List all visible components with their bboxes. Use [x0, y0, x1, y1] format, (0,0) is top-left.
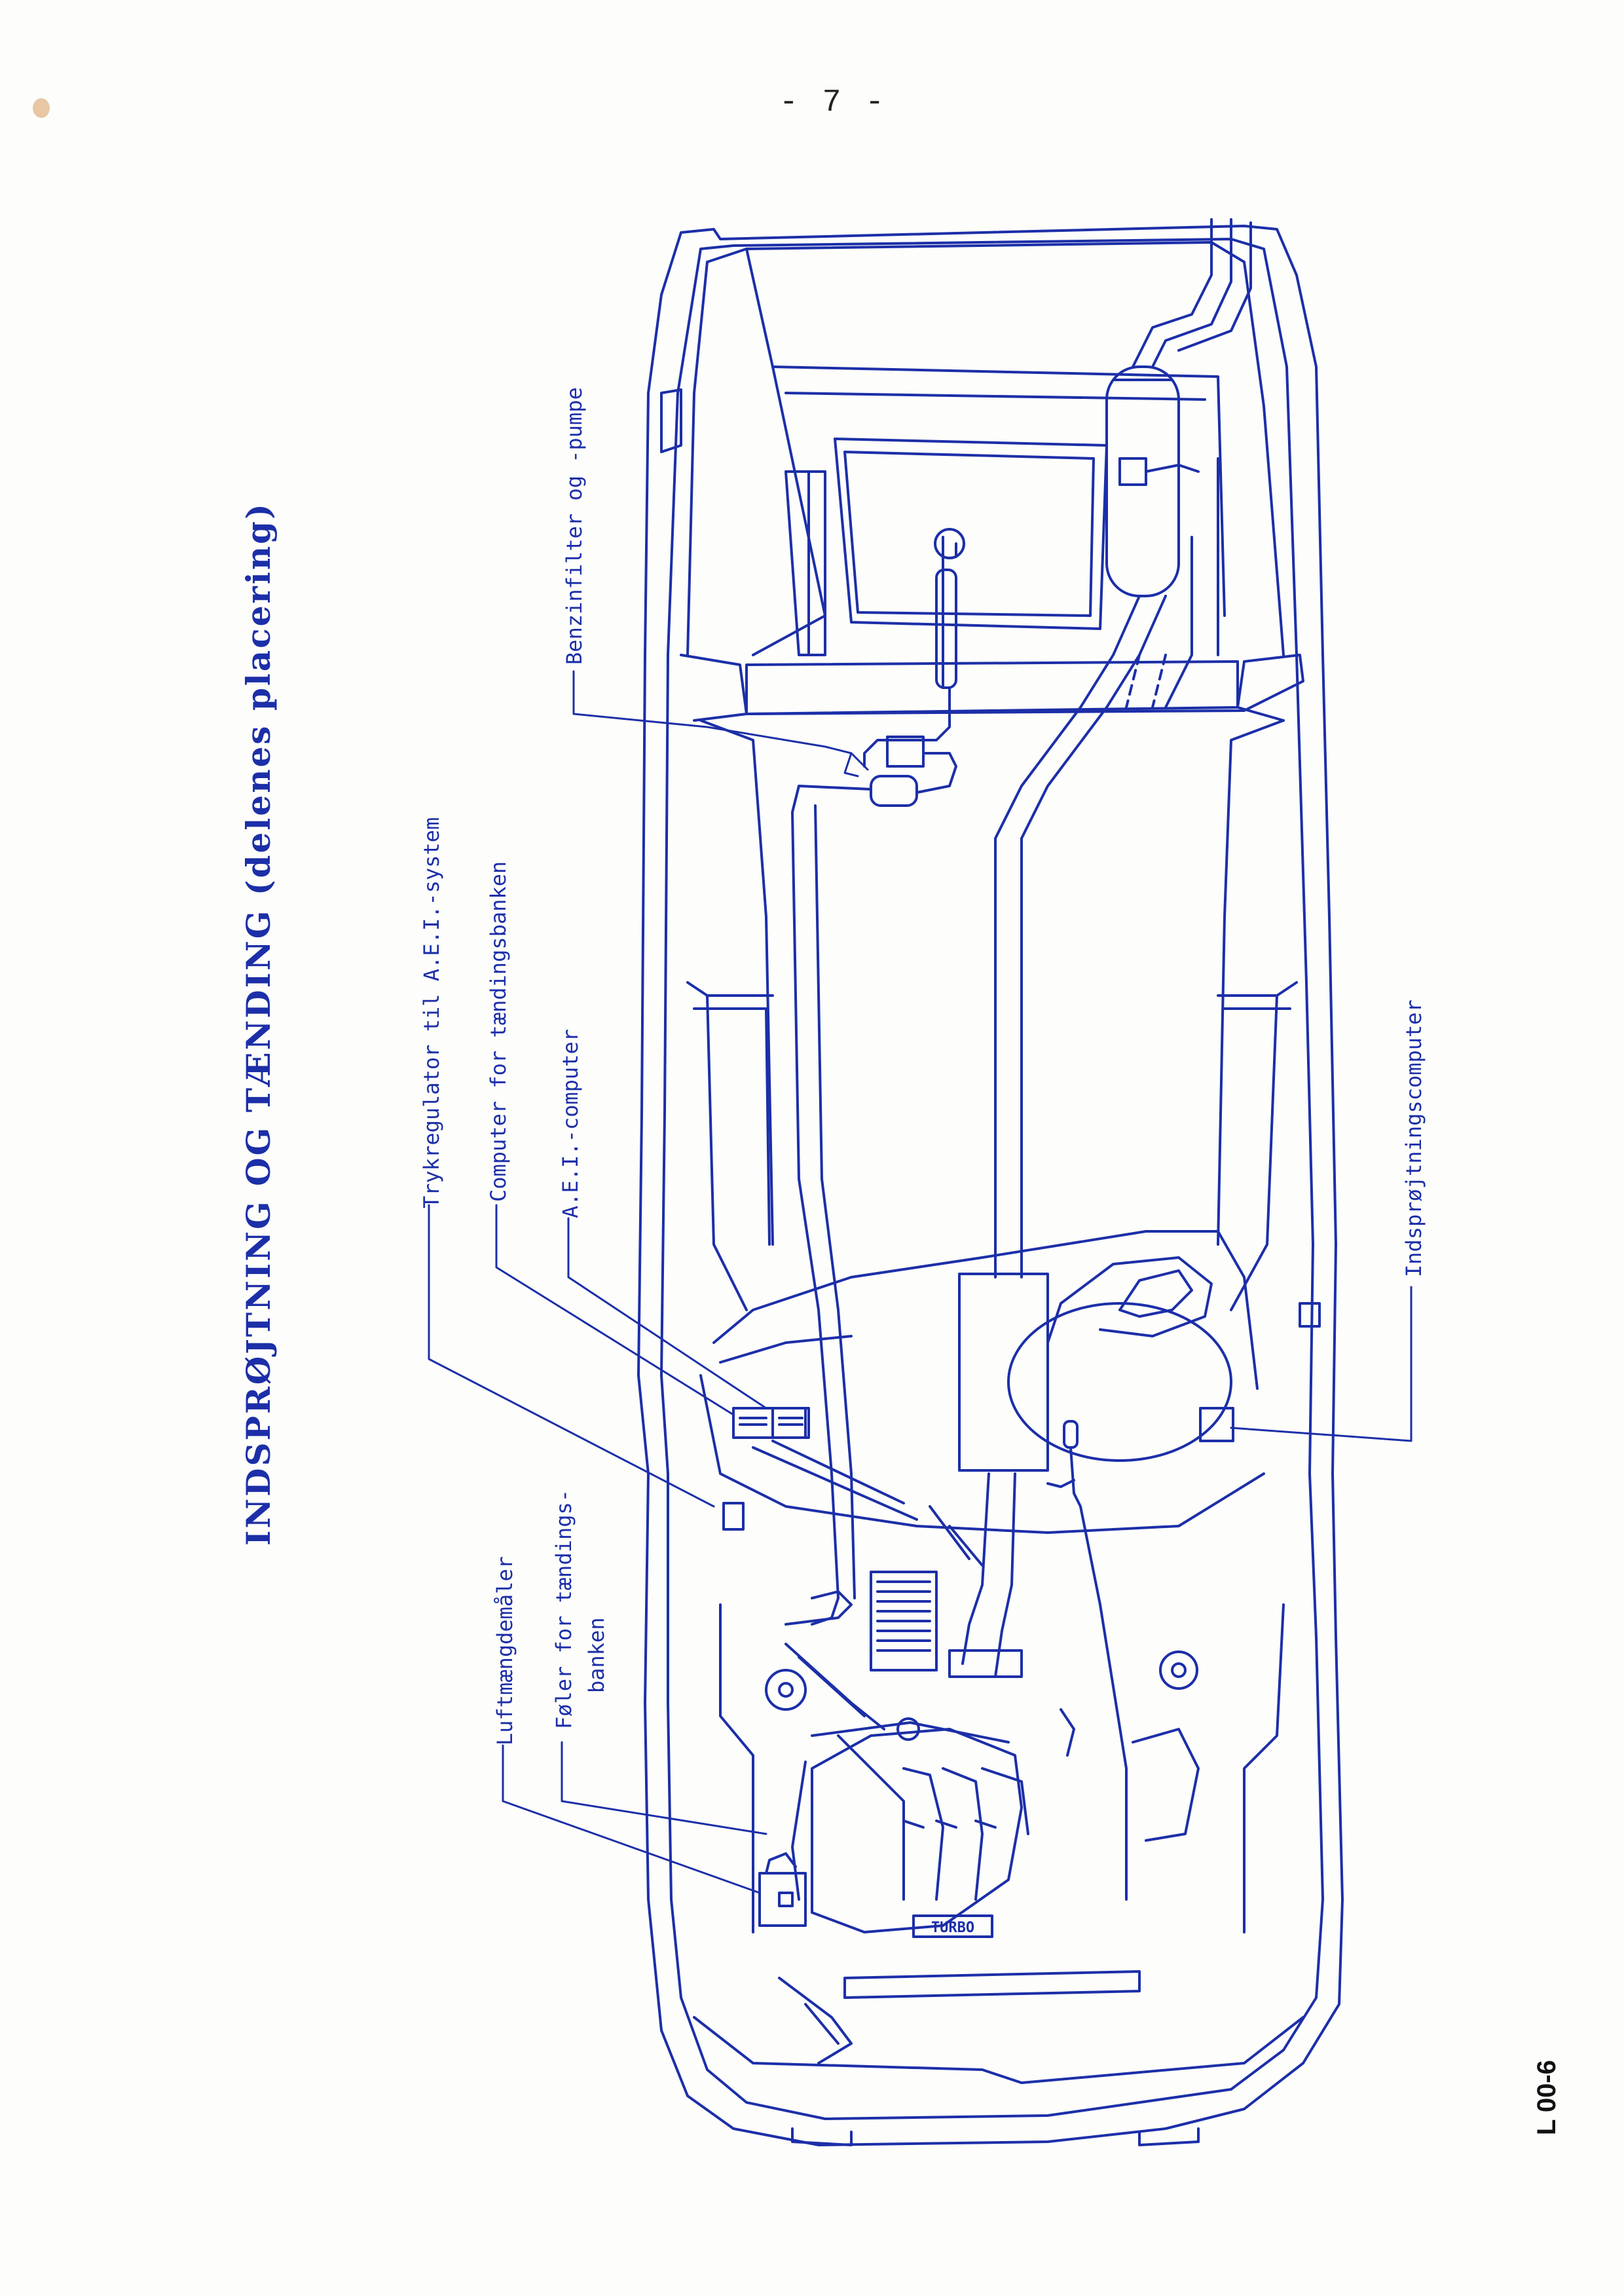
- leader-ignition-computer: [495, 1204, 735, 1416]
- leader-fuel-filter: [572, 670, 853, 755]
- injection-computer-box: [1199, 1407, 1234, 1442]
- page-number: - 7 -: [779, 85, 887, 121]
- rear-crossmember: [680, 654, 1304, 722]
- leader-injection-computer: [1230, 1286, 1412, 1442]
- fuel-system: [791, 528, 965, 1626]
- air-flow-meter-box: [758, 1872, 807, 1927]
- callout-lines: [428, 670, 1412, 1894]
- exhaust-system: [948, 218, 1252, 1678]
- air-cleaner: [1007, 1302, 1232, 1462]
- stain-mark: [33, 98, 50, 118]
- leader-ignition-sensor: [561, 1741, 767, 1835]
- leader-aei-computer: [567, 1217, 767, 1409]
- leader-pressure-regulator: [428, 1204, 715, 1508]
- ignition-sensor-box: [722, 1502, 745, 1531]
- engine-block: [811, 1728, 1023, 1933]
- bracket-part: [1299, 1302, 1321, 1328]
- ignition-computer-box: [732, 1407, 807, 1439]
- radiator-grille: [870, 1571, 938, 1671]
- car-body-outline: [637, 225, 1344, 2146]
- engine-bay: TURBO: [719, 1571, 1285, 1938]
- component-boxes: [722, 1256, 1321, 1901]
- cabin-section: [686, 719, 1298, 1311]
- aei-box: [958, 1273, 1049, 1472]
- firewall-section: [699, 1230, 1265, 1567]
- turbo-badge-text: TURBO: [931, 1920, 974, 1936]
- rear-section: [660, 241, 1285, 656]
- front-bumper: [693, 1970, 1304, 2146]
- leader-air-flow-meter: [502, 1744, 761, 1894]
- turbo-badge: [912, 1914, 993, 1938]
